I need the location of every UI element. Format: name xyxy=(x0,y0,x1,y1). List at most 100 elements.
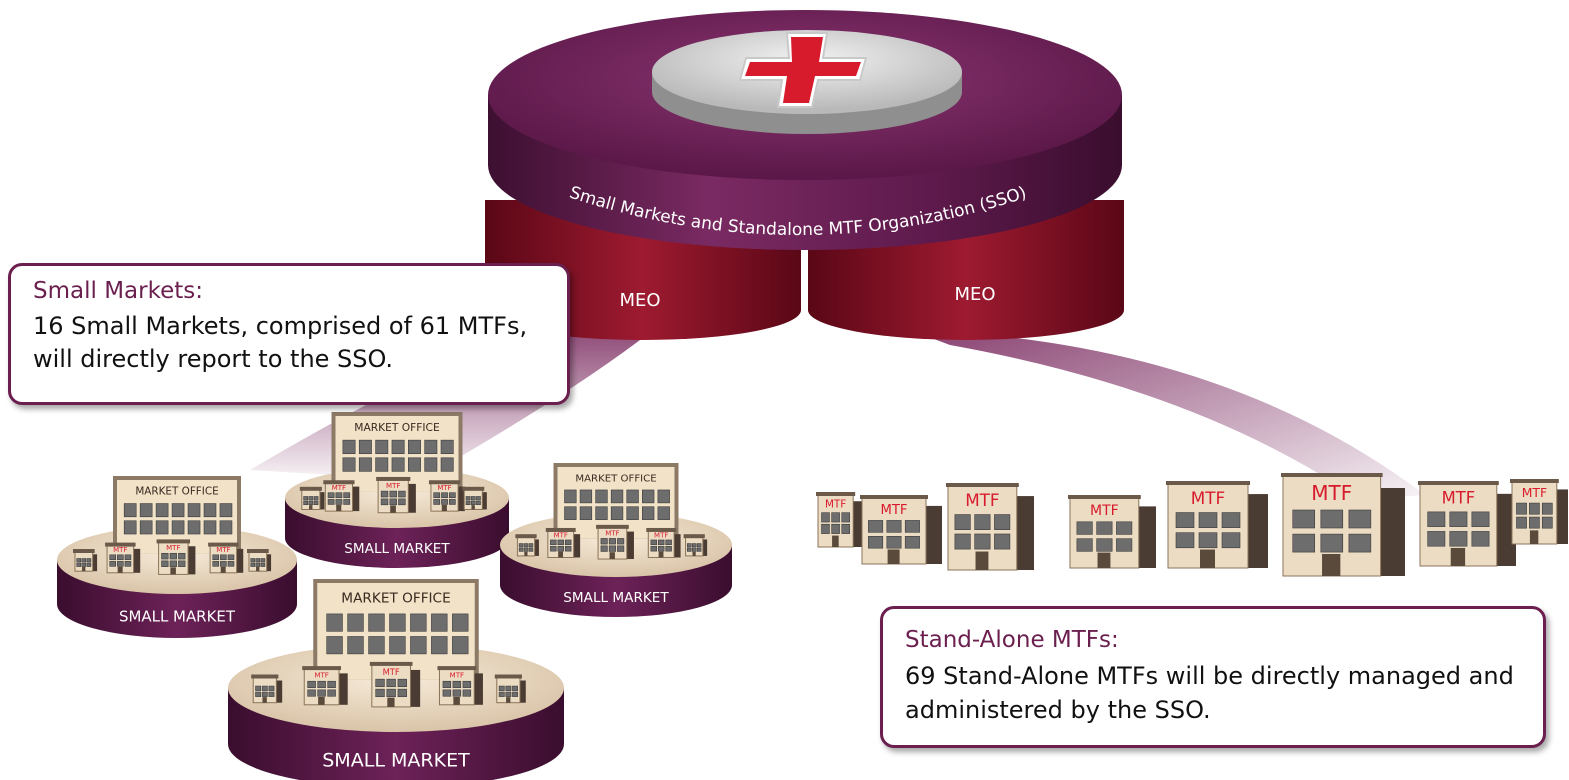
window xyxy=(1449,531,1468,547)
building-door xyxy=(309,505,313,510)
window xyxy=(268,685,275,691)
building-side xyxy=(1555,489,1568,544)
window xyxy=(203,520,217,535)
window xyxy=(462,680,472,688)
window xyxy=(389,613,406,632)
window xyxy=(317,689,326,697)
building-side xyxy=(338,673,348,705)
building-side xyxy=(407,483,416,513)
mtf-building xyxy=(247,549,272,572)
window xyxy=(579,489,593,504)
building-roof xyxy=(251,674,279,679)
market-office-building: MARKET OFFICE xyxy=(331,412,463,492)
window xyxy=(642,489,655,504)
mtf-building: MTF xyxy=(208,542,244,574)
building-side xyxy=(351,486,360,512)
window xyxy=(1116,538,1133,552)
window xyxy=(380,498,389,506)
window xyxy=(687,543,692,548)
window xyxy=(610,506,624,520)
window xyxy=(327,492,335,499)
window xyxy=(343,492,351,499)
window xyxy=(303,500,308,506)
window xyxy=(505,691,512,697)
window xyxy=(308,496,314,501)
building-roof xyxy=(683,534,705,539)
building-door xyxy=(471,505,475,510)
window xyxy=(904,520,920,533)
mtf-building: MTF xyxy=(1418,481,1516,567)
window xyxy=(171,520,185,535)
window xyxy=(155,503,169,518)
building-roof xyxy=(545,527,576,532)
window xyxy=(608,545,616,552)
building-side xyxy=(924,505,942,564)
building-door xyxy=(262,697,267,703)
window xyxy=(261,691,268,697)
building-roof xyxy=(376,476,411,481)
building-side xyxy=(1015,496,1034,570)
mtf-building: MTF xyxy=(437,666,483,706)
mtf-label: MTF xyxy=(1442,489,1476,508)
mtf-label: MTF xyxy=(654,531,668,539)
building-door xyxy=(336,504,342,512)
mtf-building: MTF xyxy=(946,483,1034,571)
window xyxy=(512,685,518,691)
window xyxy=(410,636,427,655)
window xyxy=(476,496,481,501)
window xyxy=(117,554,124,561)
window xyxy=(1320,509,1344,529)
window xyxy=(687,547,692,552)
mtf-building xyxy=(515,534,539,557)
mtf-building: MTF xyxy=(302,666,348,706)
window xyxy=(260,562,266,567)
mtf-building: MTF xyxy=(323,480,360,512)
window xyxy=(550,539,557,546)
window xyxy=(1175,532,1195,549)
window xyxy=(696,547,702,552)
building-door xyxy=(609,552,615,560)
window xyxy=(375,688,385,698)
market-office-label: MARKET OFFICE xyxy=(354,421,440,434)
window xyxy=(380,490,389,498)
window xyxy=(557,546,564,552)
window xyxy=(124,554,132,561)
window xyxy=(389,498,397,506)
window xyxy=(452,680,462,688)
building-door xyxy=(1450,547,1466,566)
window xyxy=(313,500,319,506)
building-roof xyxy=(247,549,269,553)
building-door xyxy=(1529,530,1539,544)
window xyxy=(442,680,452,688)
window xyxy=(76,558,82,563)
mtf-label: MTF xyxy=(825,498,846,510)
building-side xyxy=(92,554,98,572)
fade-to-standalone xyxy=(910,330,1425,500)
building-roof xyxy=(596,524,629,529)
window xyxy=(1076,521,1093,535)
building-door xyxy=(832,535,839,547)
window xyxy=(442,689,452,697)
window xyxy=(358,439,372,455)
building-side xyxy=(534,539,539,556)
window xyxy=(317,680,326,688)
window xyxy=(389,490,397,498)
mtf-building: MTF xyxy=(1068,495,1156,569)
window xyxy=(523,543,529,548)
building-roof xyxy=(462,486,485,491)
mtf-label: MTF xyxy=(437,484,451,492)
standalone-title: Stand-Alone MTFs: xyxy=(905,627,1119,653)
mtf-label: MTF xyxy=(880,503,907,518)
window xyxy=(505,685,512,691)
meo-left-label: MEO xyxy=(619,290,660,311)
building-side xyxy=(409,669,421,707)
building-side xyxy=(132,548,141,573)
window xyxy=(691,543,697,548)
window xyxy=(408,439,421,455)
mtf-label: MTF xyxy=(1522,485,1547,500)
standalone-mtfs-callout: Stand-Alone MTFs: 69 Stand-Alone MTFs wi… xyxy=(880,606,1546,748)
window xyxy=(452,636,469,655)
mtf-label: MTF xyxy=(1090,503,1119,519)
